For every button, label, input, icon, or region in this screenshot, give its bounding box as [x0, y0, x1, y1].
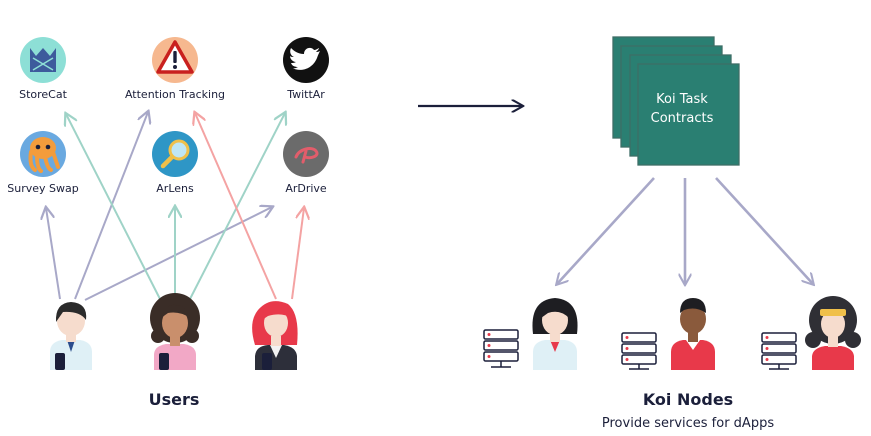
user-app-arrows — [46, 112, 304, 301]
arrow-user3-ardrive — [291, 208, 304, 300]
ardrive-icon — [283, 131, 329, 177]
contracts-title-line1: Koi Task — [656, 92, 708, 107]
contracts-stack — [612, 36, 740, 166]
node-person-2 — [671, 298, 715, 370]
node-arrows — [557, 177, 813, 284]
users-label: Users — [148, 390, 200, 409]
user-avatar-2 — [150, 293, 200, 370]
warning-icon — [152, 37, 198, 83]
contracts-title-line2: Contracts — [650, 111, 714, 126]
user-avatar-1 — [50, 302, 92, 370]
arrow-user1-surveyswap — [46, 208, 61, 300]
koi-nodes-subtitle: Provide services for dApps — [601, 416, 775, 431]
arrow-user3-attention — [195, 113, 277, 300]
user-avatar-3 — [252, 301, 298, 370]
arrow-user2-twittar — [189, 113, 285, 300]
arrow-contracts-node1 — [557, 177, 655, 284]
magnifier-icon — [152, 131, 198, 177]
twitter-icon — [283, 37, 329, 83]
app-label-attention-tracking: Attention Tracking — [124, 88, 226, 101]
koi-nodes-title: Koi Nodes — [642, 390, 734, 409]
storecat-icon — [20, 37, 66, 83]
arrow-user1-ardrive — [84, 207, 272, 301]
app-label-arlens: ArLens — [156, 182, 194, 195]
node-person-1 — [532, 298, 578, 370]
octopus-icon — [20, 131, 66, 177]
server-icon-2 — [621, 332, 657, 370]
contracts-title: Koi Task Contracts — [641, 90, 723, 128]
app-label-storecat: StoreCat — [19, 88, 67, 101]
app-label-twittar: TwittAr — [287, 88, 325, 101]
app-label-ardrive: ArDrive — [285, 182, 327, 195]
node-person-3 — [805, 296, 861, 370]
arrow-user2-storecat — [66, 114, 161, 300]
server-icon-3 — [761, 332, 797, 370]
server-icon-1 — [483, 329, 519, 368]
arrow-contracts-node3 — [715, 177, 813, 284]
app-label-survey-swap: Survey Swap — [7, 182, 79, 195]
